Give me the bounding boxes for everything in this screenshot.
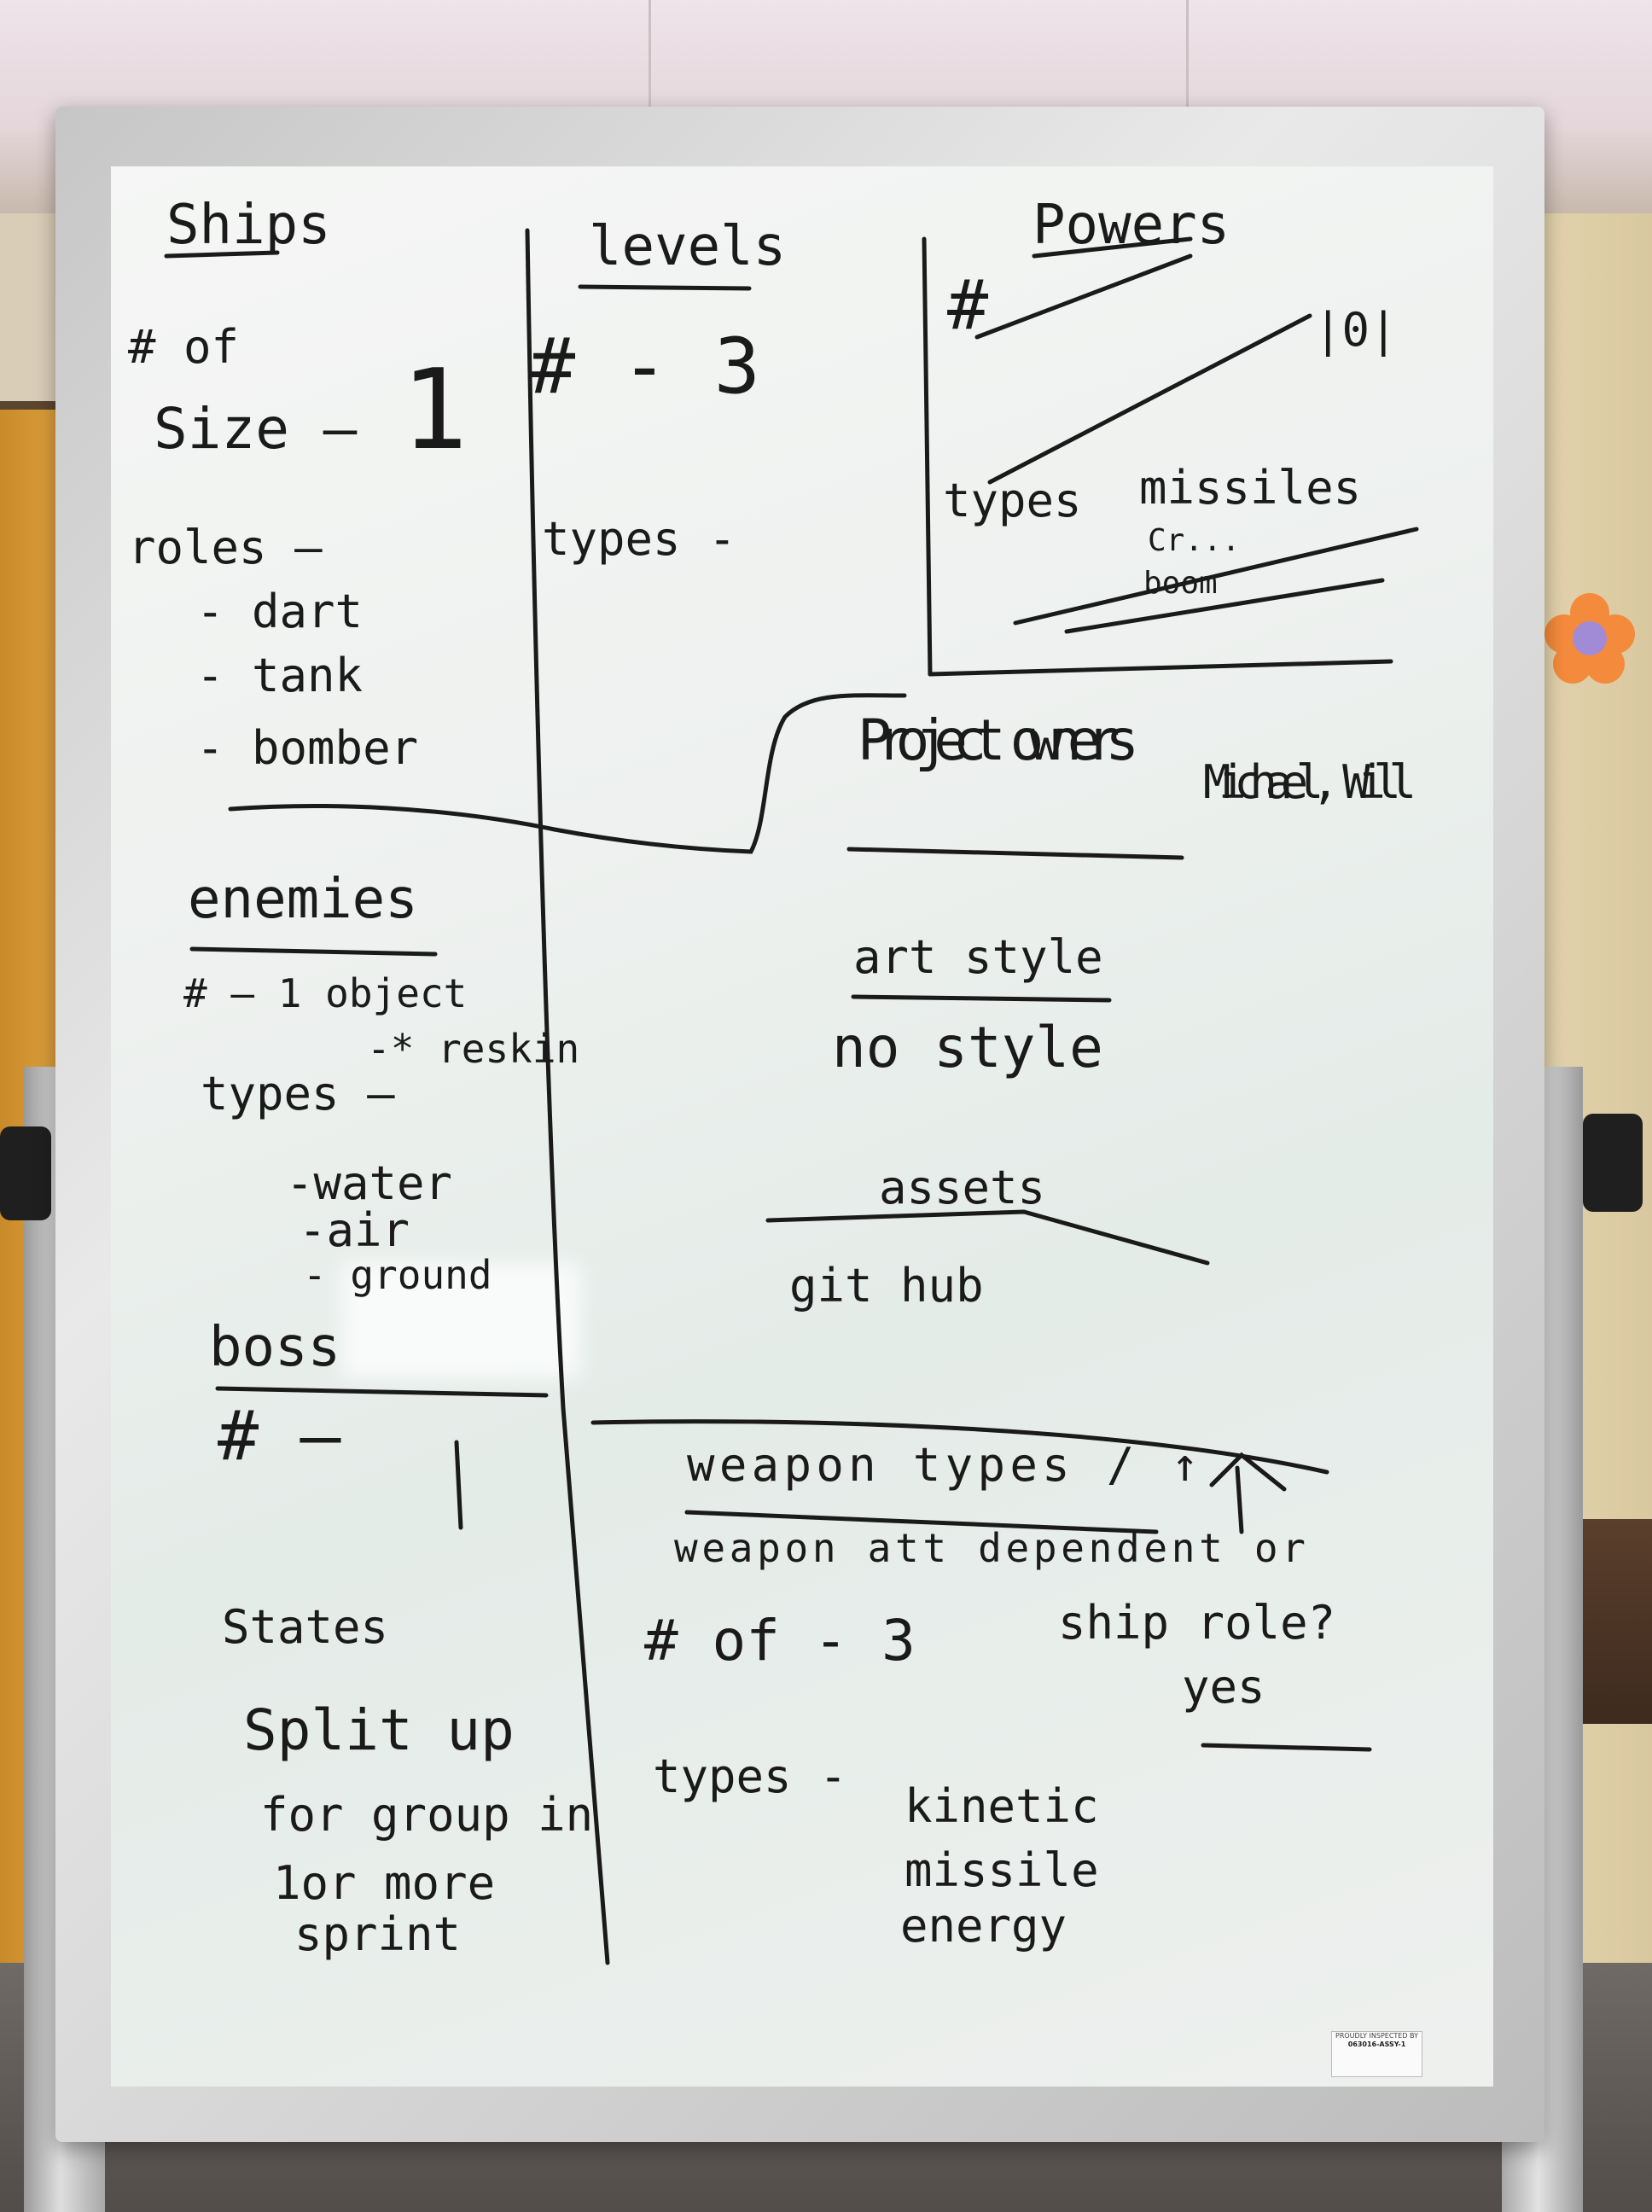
left-tilt-knob[interactable]	[0, 1126, 51, 1220]
ceiling-tile-seam	[1186, 0, 1189, 171]
ceiling-tile-seam	[649, 0, 651, 171]
right-tilt-knob[interactable]	[1583, 1114, 1643, 1212]
light-glare	[341, 1263, 580, 1378]
whiteboard-surface	[111, 166, 1493, 2087]
sticker-line-1: PROUDLY INSPECTED BY	[1335, 2032, 1418, 2040]
flower-decoration-icon	[1544, 593, 1635, 684]
inspection-sticker: PROUDLY INSPECTED BY 063016-ASSY-1	[1331, 2031, 1422, 2077]
sticker-line-2: 063016-ASSY-1	[1347, 2040, 1406, 2048]
